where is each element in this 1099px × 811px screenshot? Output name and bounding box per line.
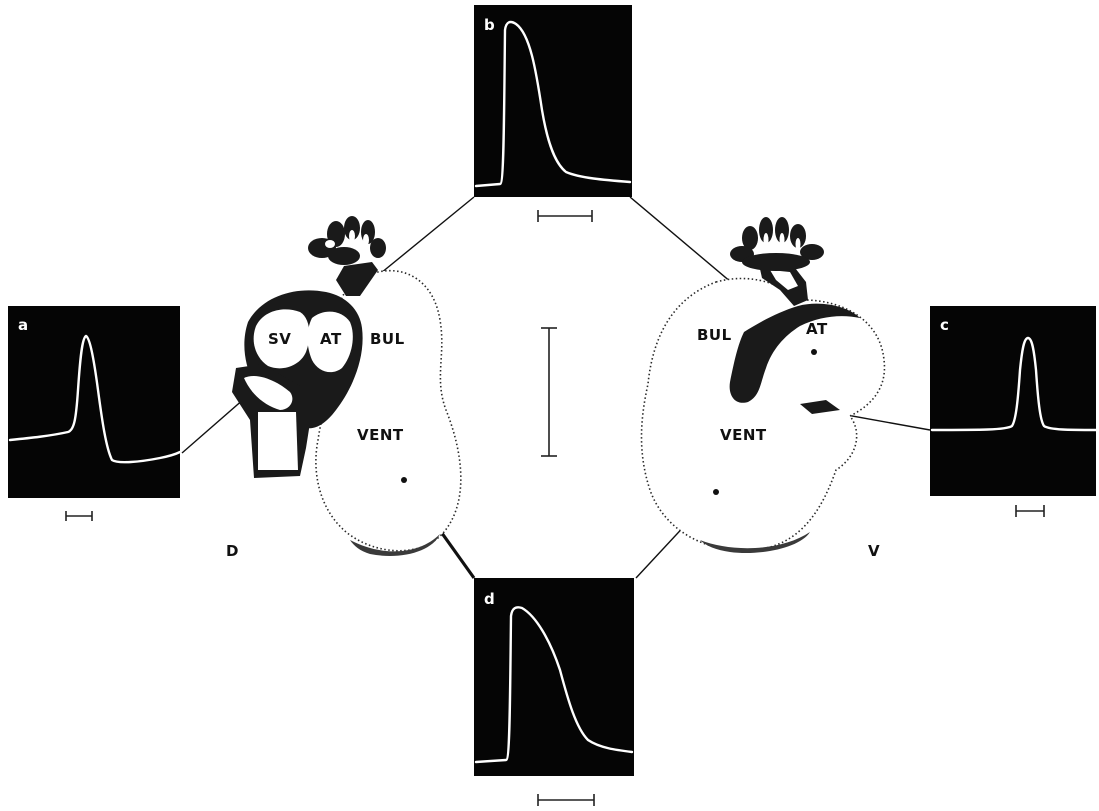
panel-a-letter: a	[18, 316, 28, 334]
dorsal-arch-tree	[308, 216, 386, 265]
ventral-ventricle	[640, 277, 886, 552]
ventral-outflow-hl	[770, 270, 798, 290]
ventral-label-bul: BUL	[697, 326, 732, 344]
panel-c-letter: c	[940, 316, 949, 334]
dorsal-at-region	[307, 311, 353, 373]
panel-b: b	[474, 5, 632, 197]
ventral-label-vent: VENT	[720, 426, 767, 444]
dorsal-ventricle-shade	[350, 534, 440, 556]
panel-d-letter: d	[484, 590, 495, 608]
dorsal-outflow	[336, 262, 378, 296]
dorsal-electrode-point	[401, 477, 407, 483]
ventral-atrium-band	[729, 303, 860, 403]
dorsal-vessel-inner	[258, 412, 298, 470]
ventral-electrode-point	[713, 489, 719, 495]
panel-b-scale	[537, 210, 593, 222]
panel-d: d	[474, 578, 634, 776]
panel-a: a	[8, 306, 182, 498]
dorsal-arch-tree-highlight	[325, 230, 369, 248]
panel-c: c	[930, 306, 1098, 496]
dorsal-label-sv: SV	[268, 330, 291, 348]
dorsal-vessel-ring	[244, 375, 293, 410]
panel-d-scale	[537, 794, 595, 806]
panel-b-letter: b	[484, 16, 495, 34]
view-label-ventral: V	[868, 542, 880, 560]
ventral-heart: BUL AT VENT	[640, 217, 886, 554]
dorsal-sv-region	[253, 309, 310, 369]
ventral-label-at: AT	[806, 320, 828, 338]
ventral-atrium-lower	[800, 400, 840, 414]
central-scale-bar	[541, 327, 557, 457]
dorsal-label-vent: VENT	[357, 426, 404, 444]
dorsal-label-bul: BUL	[370, 330, 405, 348]
panel-c-trace	[930, 336, 1098, 432]
panel-b-trace	[474, 20, 632, 188]
dorsal-heart: SV AT BUL VENT	[232, 216, 462, 556]
panel-a-scale	[65, 511, 93, 521]
ventral-arch-tree	[730, 217, 824, 271]
panel-c-scale	[1015, 505, 1045, 517]
ventral-at-electrode-point	[811, 349, 817, 355]
panel-a-trace	[8, 334, 182, 464]
dorsal-label-at: AT	[320, 330, 342, 348]
ventral-arch-tree-highlight	[763, 233, 801, 250]
view-label-dorsal: D	[226, 542, 238, 560]
panel-d-trace	[474, 606, 634, 764]
ventral-ventricle-shade	[700, 532, 810, 554]
